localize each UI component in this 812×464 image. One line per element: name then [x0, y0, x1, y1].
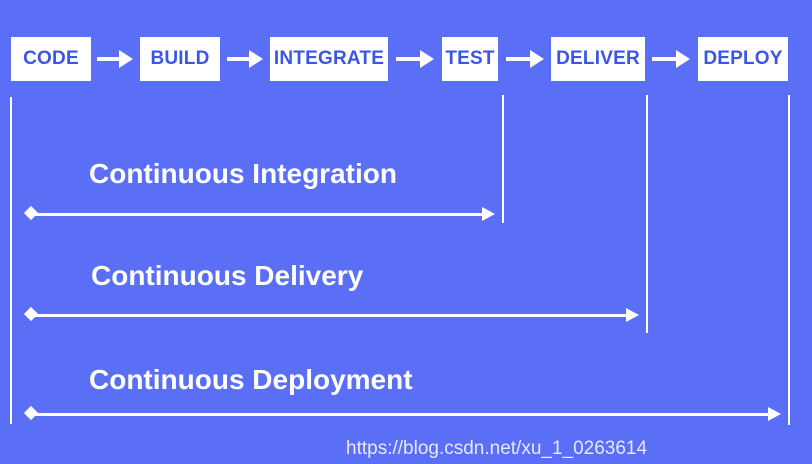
phase-label-integration: Continuous Integration [89, 158, 397, 189]
arrowhead-icon [768, 407, 781, 421]
boundary-line-deploy [788, 95, 790, 425]
arrowhead-icon [626, 308, 639, 322]
boundary-line-deliver [646, 95, 648, 333]
arrowhead-icon [482, 207, 495, 221]
stage-test: TEST [442, 37, 498, 81]
stage-deploy: DEPLOY [698, 37, 788, 81]
stage-build: BUILD [140, 37, 220, 81]
stage-deliver: DELIVER [551, 37, 645, 81]
phase-label-delivery: Continuous Delivery [91, 260, 364, 291]
stage-code: CODE [11, 37, 91, 81]
boundary-line-test [502, 95, 504, 223]
phase-label-deployment: Continuous Deployment [89, 364, 413, 395]
boundary-line-start [10, 97, 12, 424]
stage-integrate: INTEGRATE [270, 37, 388, 81]
watermark-text: https://blog.csdn.net/xu_1_0263614 [346, 438, 648, 459]
